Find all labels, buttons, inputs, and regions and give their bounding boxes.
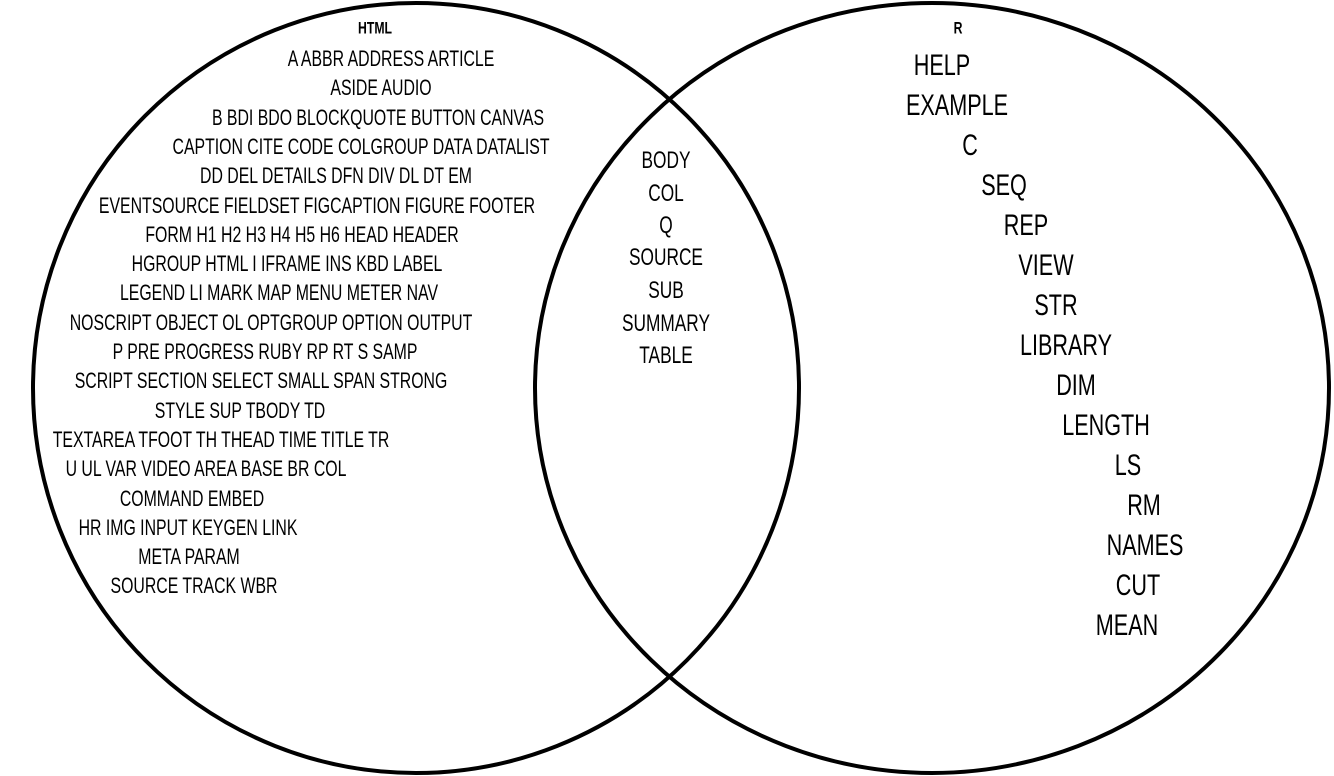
r-only-item: C [962,129,978,162]
r-only-item: CUT [1115,569,1161,602]
html-only-item: HR IMG INPUT KEYGEN LINK [78,514,298,540]
intersection-item: SUB [648,277,684,304]
html-only-item: NOSCRIPT OBJECT OL OPTGROUP OPTION OUTPU… [69,309,473,335]
html-only-item: SOURCE TRACK WBR [110,573,278,599]
html-only-item: SCRIPT SECTION SELECT SMALL SPAN STRONG [74,368,448,394]
html-only-item: A ABBR ADDRESS ARTICLE [287,46,495,71]
intersection-item: SOURCE [629,244,703,271]
r-only-item: LENGTH [1062,409,1150,442]
html-only-item: FORM H1 H2 H3 H4 H5 H6 HEAD HEADER [145,221,459,247]
html-only-item: META PARAM [138,544,240,570]
r-only-item: HELP [913,49,971,82]
r-only-item: RM [1127,489,1161,522]
intersection-item: COL [648,180,684,207]
html-set-title: HTML [358,18,392,38]
html-only-item: TEXTAREA TFOOT TH THEAD TIME TITLE TR [52,426,390,452]
r-only-item: LIBRARY [1019,329,1113,362]
r-only-item: DIM [1056,369,1096,402]
r-set-circle [533,1,1331,775]
html-only-item: B BDI BDO BLOCKQUOTE BUTTON CANVAS [211,104,545,130]
html-only-item: STYLE SUP TBODY TD [154,397,326,423]
html-only-item: CAPTION CITE CODE COLGROUP DATA DATALIST [172,133,550,159]
r-only-item: MEAN [1095,609,1159,642]
r-only-item: EXAMPLE [905,89,1009,122]
r-only-item: SEQ [981,169,1027,202]
html-only-item: EVENTSOURCE FIELDSET FIGCAPTION FIGURE F… [98,192,536,218]
intersection-item: TABLE [639,342,693,369]
intersection-item: SUMMARY [621,310,711,337]
r-only-item: LS [1114,449,1142,482]
r-only-item: VIEW [1018,249,1074,282]
r-only-item: REP [1003,209,1049,242]
r-set-title: R [953,18,963,38]
html-only-item: LEGEND LI MARK MAP MENU METER NAV [119,280,439,306]
html-only-item: DD DEL DETAILS DFN DIV DL DT EM [200,163,472,189]
r-only-item: STR [1034,289,1078,322]
html-set-circle [31,1,801,775]
intersection-item: Q [659,212,673,239]
intersection-item: BODY [641,147,691,174]
html-only-item: P PRE PROGRESS RUBY RP RT S SAMP [112,339,418,364]
html-only-item: HGROUP HTML I IFRAME INS KBD LABEL [131,251,443,277]
html-only-item: COMMAND EMBED [119,485,265,511]
r-only-item: NAMES [1106,529,1184,562]
html-only-item: ASIDE AUDIO [330,75,432,101]
html-only-item: U UL VAR VIDEO AREA BASE BR COL [65,456,347,482]
